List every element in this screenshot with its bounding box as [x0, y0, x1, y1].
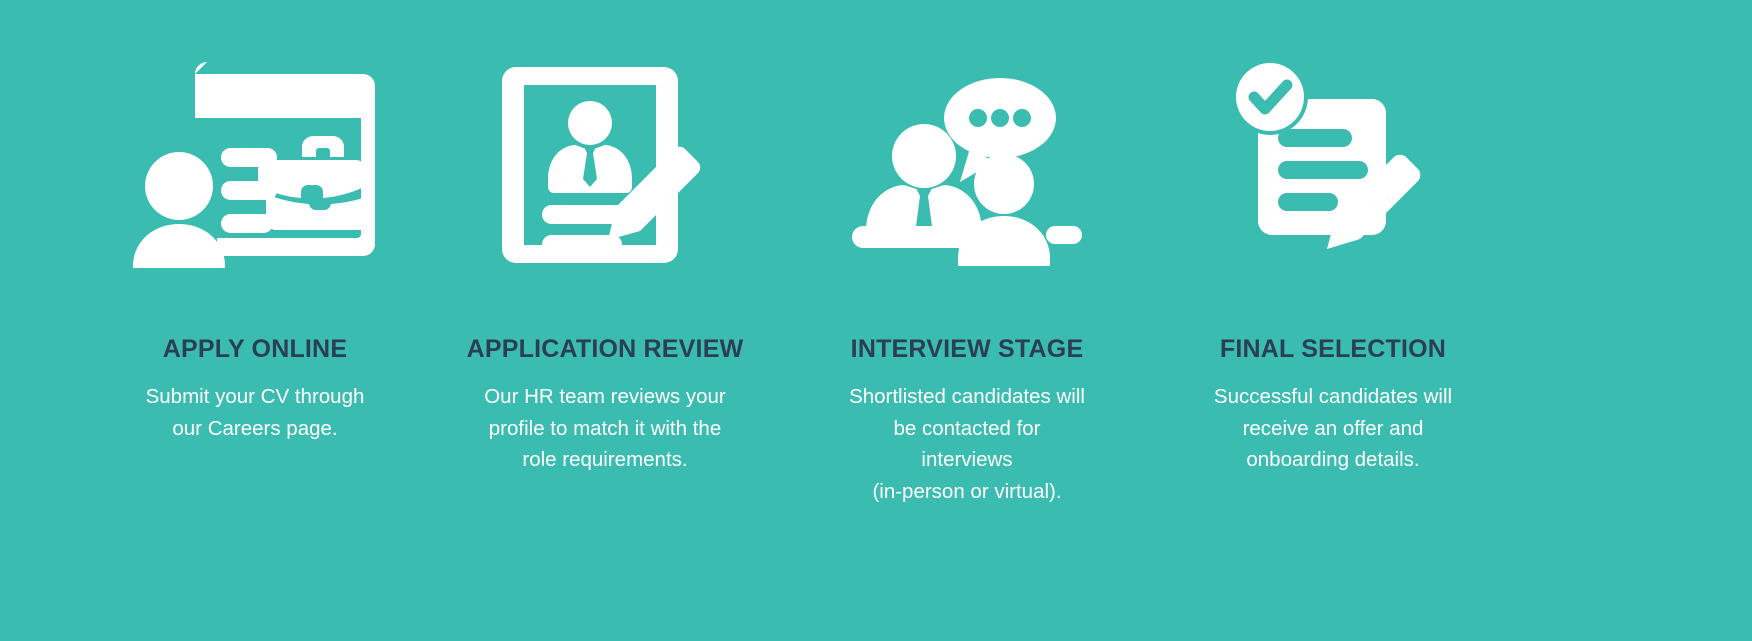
desc-line: Our HR team reviews your [484, 385, 726, 408]
desc-line: role requirements. [522, 448, 688, 471]
step-description: Successful candidates will receive an of… [1168, 381, 1498, 476]
step-title: FINAL SELECTION [1219, 335, 1447, 363]
desc-line: Shortlisted candidates will [849, 385, 1085, 408]
final-selection-icon [1203, 58, 1463, 273]
step-title: INTERVIEW STAGE [850, 335, 1084, 363]
step-description: Shortlisted candidates will be contacted… [802, 381, 1132, 507]
desc-line: receive an offer and [1242, 416, 1424, 440]
step-description: Our HR team reviews your profile to matc… [440, 381, 770, 476]
desc-line: interviews [921, 448, 1013, 471]
step-description: Submit your CV through our Careers page. [90, 381, 420, 444]
step-card-final-selection: FINAL SELECTION Successful candidates wi… [1158, 0, 1508, 641]
interview-stage-icon [837, 58, 1097, 273]
desc-line: profile to match it with the [488, 416, 722, 440]
desc-line: (in-person or virtual). [872, 479, 1062, 503]
desc-line: Successful candidates will [1213, 385, 1453, 408]
application-review-icon [475, 58, 735, 273]
step-title: APPLY ONLINE [162, 335, 348, 363]
apply-online-icon [125, 58, 385, 273]
desc-line: be contacted for [893, 416, 1041, 440]
step-title: APPLICATION REVIEW [466, 335, 744, 363]
desc-line: Submit your CV through [145, 385, 365, 408]
step-card-application-review: APPLICATION REVIEW Our HR team reviews y… [430, 0, 780, 641]
step-card-apply-online: APPLY ONLINE Submit your CV through our … [80, 0, 430, 641]
desc-line: onboarding details. [1246, 448, 1420, 471]
desc-line: our Careers page. [172, 416, 338, 440]
step-card-interview-stage: INTERVIEW STAGE Shortlisted candidates w… [792, 0, 1142, 641]
